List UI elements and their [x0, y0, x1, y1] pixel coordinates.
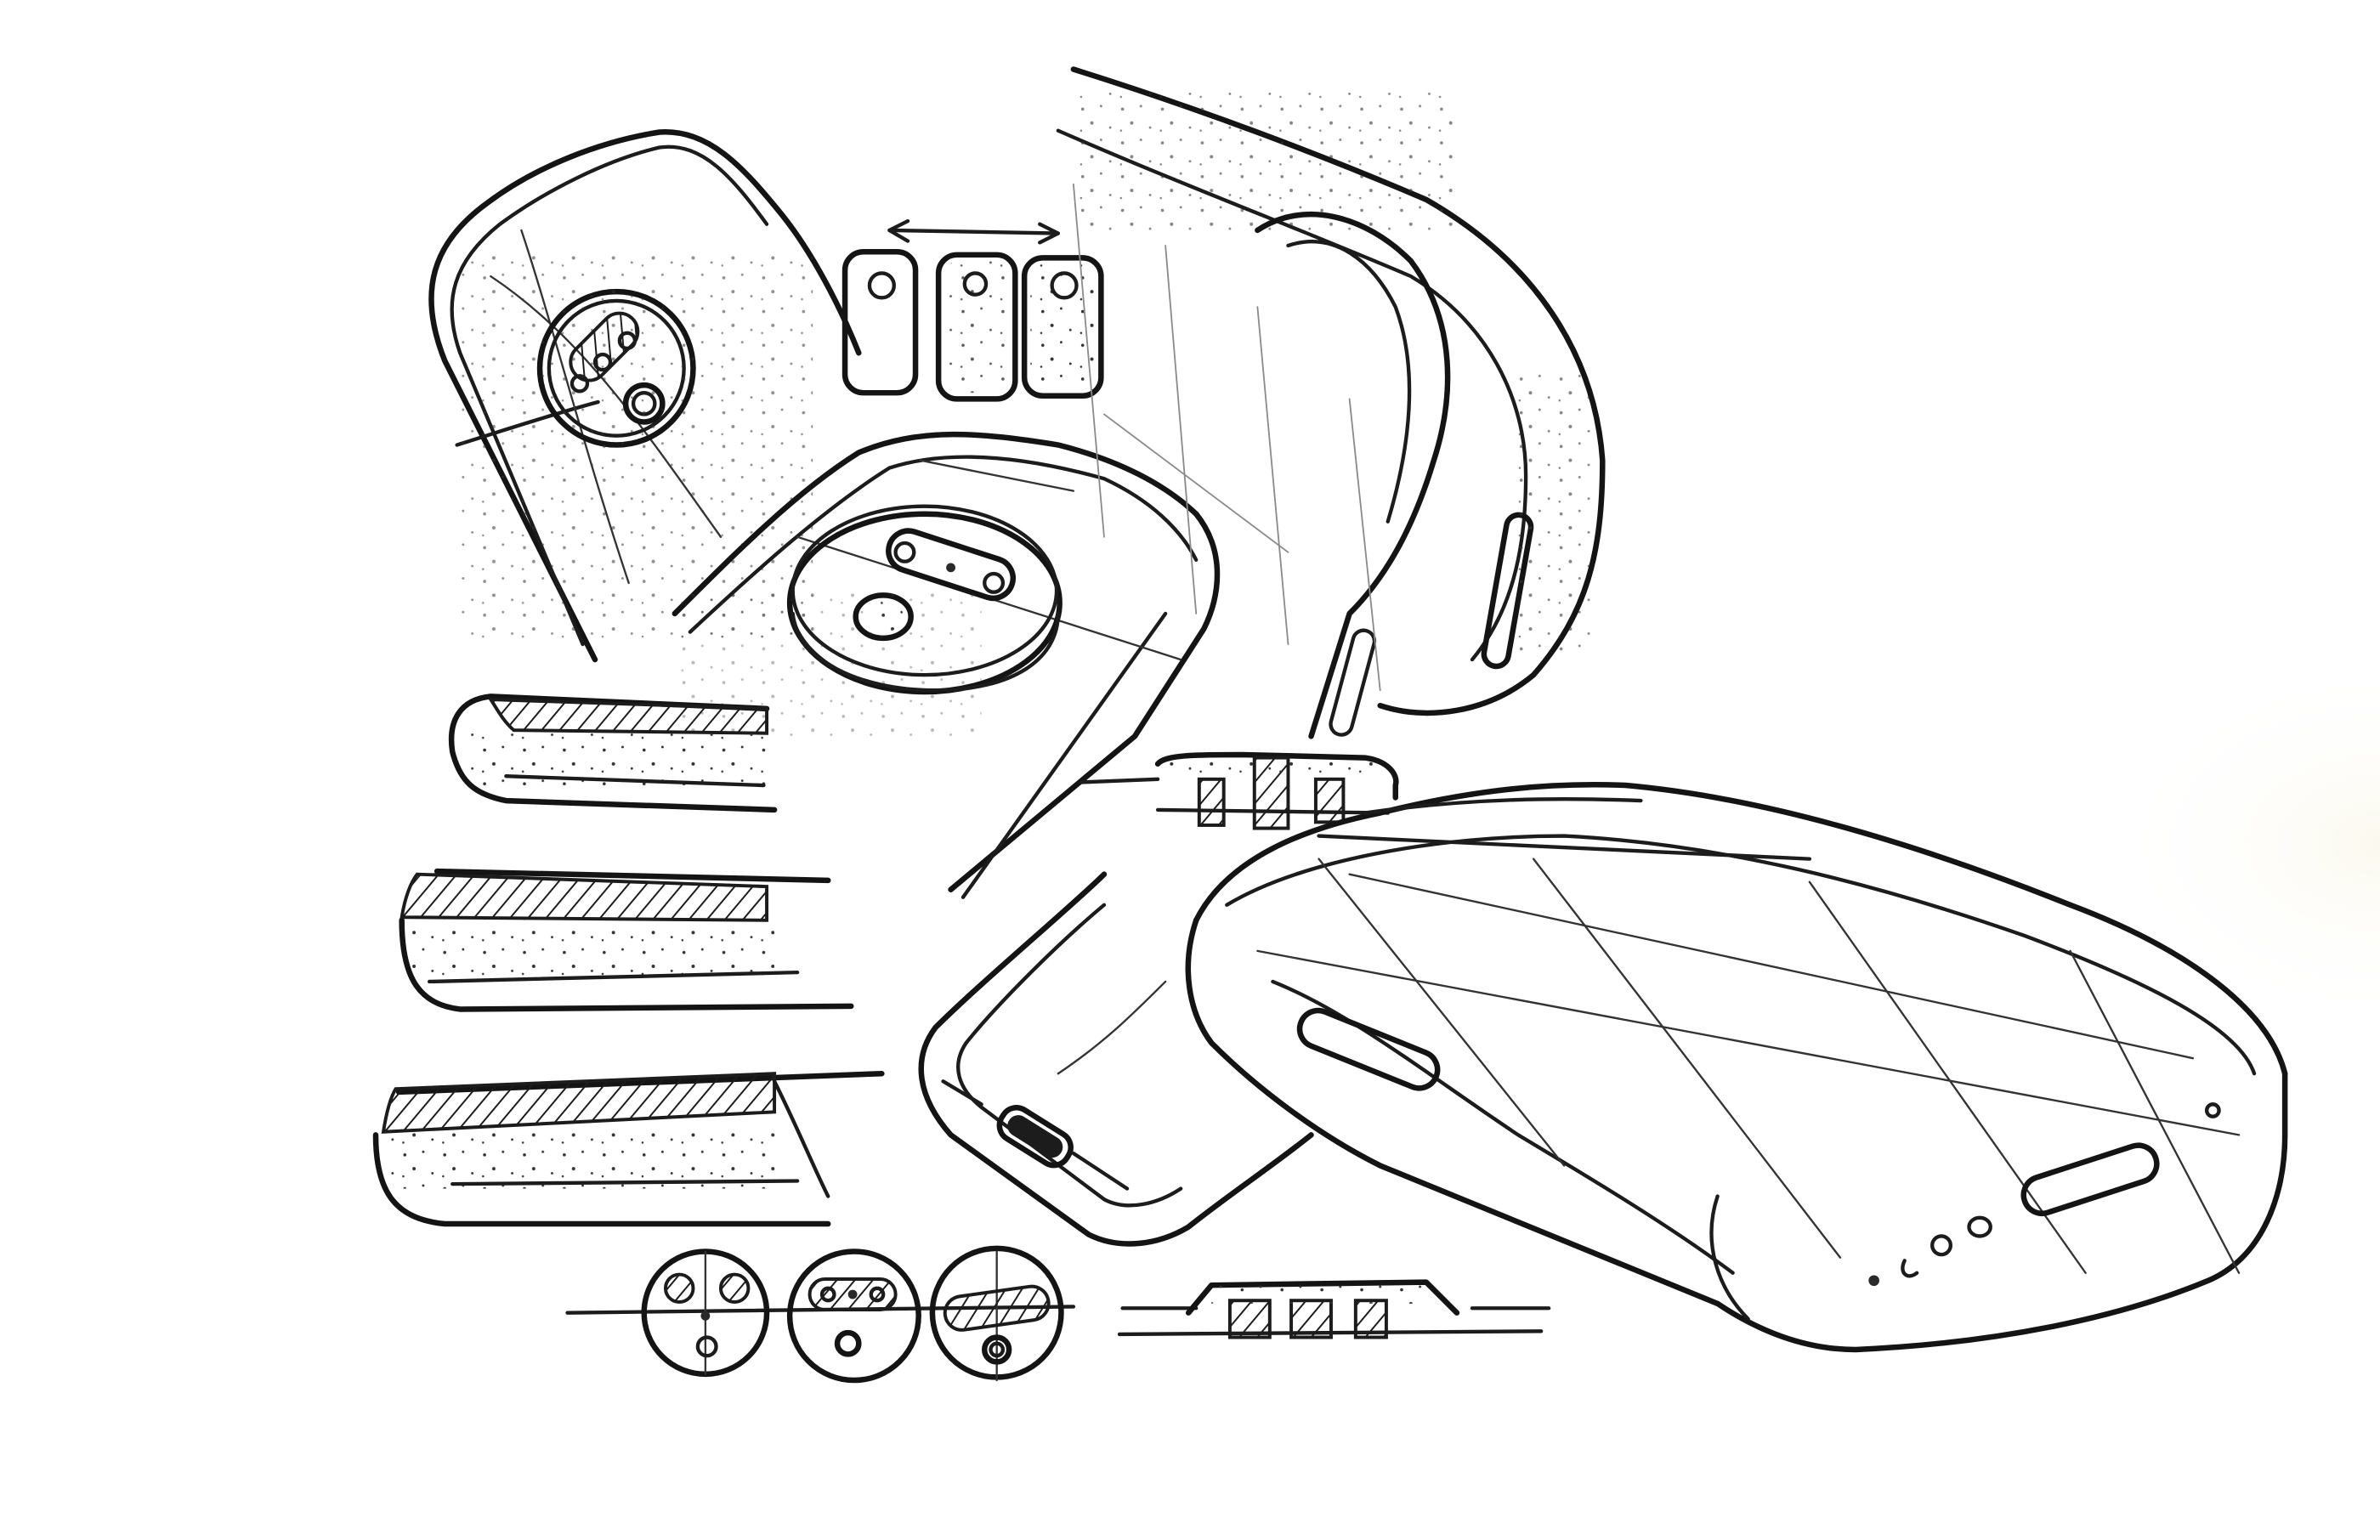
case-bottom-isometric-view	[1185, 782, 2288, 1353]
camera-variant-2	[786, 1248, 921, 1384]
camera-variant-3	[929, 1245, 1064, 1382]
variant-thumbnail-dense-speckle	[1021, 255, 1104, 399]
port-section-lower	[1117, 1279, 1551, 1339]
profile-section-2	[399, 868, 854, 1012]
variant-thumbnail-speckled	[935, 252, 1018, 402]
case-back-tilted-view	[428, 129, 862, 663]
profile-section-1	[448, 694, 778, 813]
camera-variant-1	[641, 1248, 770, 1378]
edge-cross-section-profiles	[372, 694, 885, 1227]
camera-module-layout-variants	[565, 1245, 1076, 1384]
port-cross-section-details	[1079, 751, 1551, 1339]
port-section-upper	[1079, 751, 1399, 830]
paper-tint	[1686, 613, 2380, 1074]
color-variant-thumbnails	[842, 218, 1104, 402]
case-bottom-screen-side-view	[918, 871, 1314, 1247]
variant-thumbnail-plain	[842, 248, 919, 396]
profile-section-3	[372, 1070, 885, 1227]
case-edge-corner-closeup	[1056, 66, 1606, 739]
